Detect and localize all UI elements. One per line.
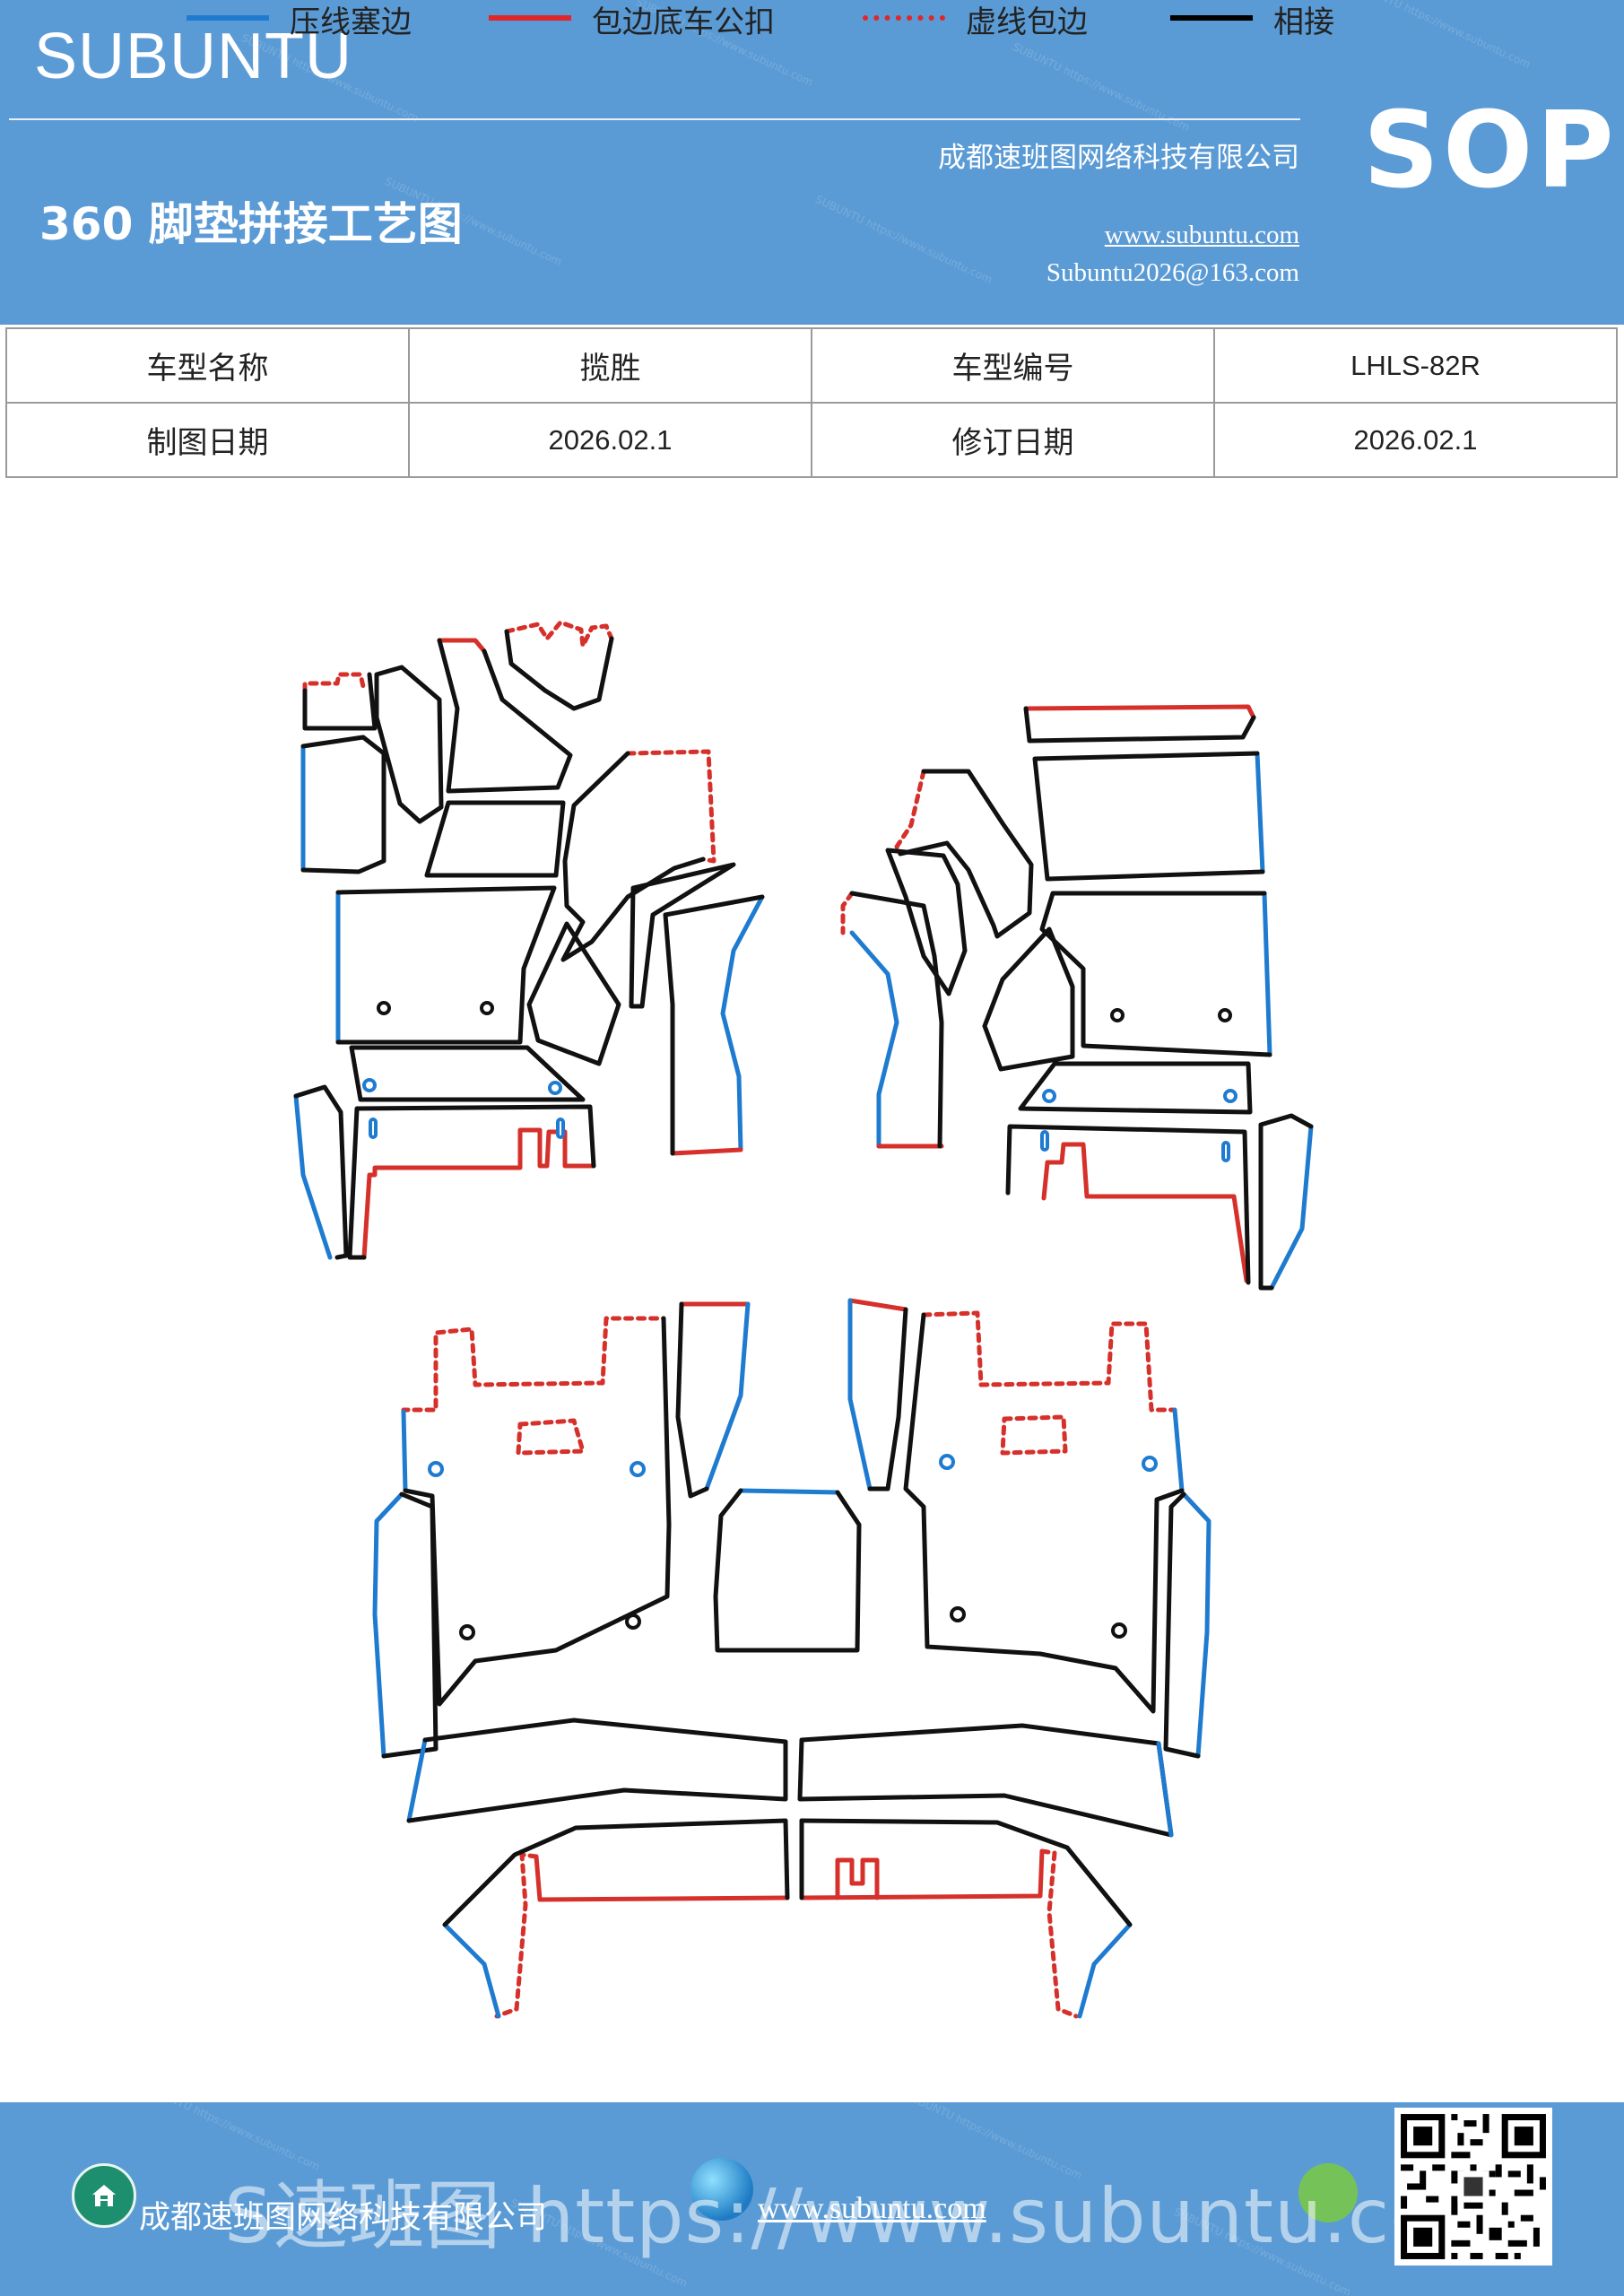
legend-label: 虚线包边	[966, 4, 1088, 40]
page-title: 360 脚垫拼接工艺图	[39, 198, 463, 250]
table-row: 制图日期 2026.02.1 修订日期 2026.02.1	[5, 402, 1618, 478]
model-code-value: LHLS-82R	[1213, 327, 1618, 404]
mat-group-front-left	[293, 620, 765, 1260]
footer-company-name: 成都速班图网络科技有限公司	[139, 2200, 548, 2236]
home-icon-glyph	[92, 2185, 116, 2206]
table-row: 车型名称 揽胜 车型编号 LHLS-82R	[5, 327, 1618, 404]
legend-label: 压线塞边	[290, 4, 412, 40]
draw-date-value: 2026.02.1	[408, 402, 812, 478]
legend-label: 相接	[1273, 4, 1334, 40]
red-line-swatch	[489, 15, 571, 21]
header-divider	[9, 118, 1300, 120]
header-banner: SUBUNTU https://www.subuntu.com SUBUNTU …	[0, 0, 1624, 325]
footer-website-link[interactable]: www.subuntu.com	[758, 2192, 986, 2225]
website-link[interactable]: www.subuntu.com	[1104, 221, 1299, 249]
footer-banner: SUBUNTU https://www.subuntu.com SUBUNTU …	[0, 2102, 1624, 2296]
qr-code-pattern	[1394, 2108, 1552, 2266]
model-name-label: 车型名称	[5, 327, 410, 404]
legend-label: 包边底车公扣	[592, 4, 775, 40]
floor-mat-diagram: .k{stroke:#111;stroke-width:5;fill:none}…	[293, 620, 1314, 2019]
company-name: 成都速班图网络科技有限公司	[938, 142, 1299, 174]
email-address: Subuntu2026@163.com	[1046, 258, 1299, 287]
wechat-icon[interactable]	[1298, 2163, 1358, 2222]
home-icon[interactable]	[72, 2163, 136, 2228]
mat-group-rear	[372, 1298, 1211, 2019]
globe-icon[interactable]	[690, 2158, 753, 2221]
footer-overlay-text: S速班图 https://www.subuntu.com	[224, 2172, 1512, 2260]
revise-date-value: 2026.02.1	[1213, 402, 1618, 478]
model-code-label: 车型编号	[811, 327, 1215, 404]
qr-code	[1394, 2108, 1552, 2266]
blue-line-swatch	[187, 15, 269, 21]
revise-date-label: 修订日期	[811, 402, 1215, 478]
model-name-value: 揽胜	[408, 327, 812, 404]
brand-logo-text: SUBUNTU	[34, 21, 353, 92]
black-line-swatch	[1170, 15, 1253, 21]
draw-date-label: 制图日期	[5, 402, 410, 478]
red-dotted-swatch	[863, 15, 945, 21]
vehicle-info-table: 车型名称 揽胜 车型编号 LHLS-82R 制图日期 2026.02.1 修订日…	[5, 327, 1618, 478]
mat-group-front-right	[840, 704, 1314, 1291]
sop-label: SOP	[1363, 88, 1618, 212]
